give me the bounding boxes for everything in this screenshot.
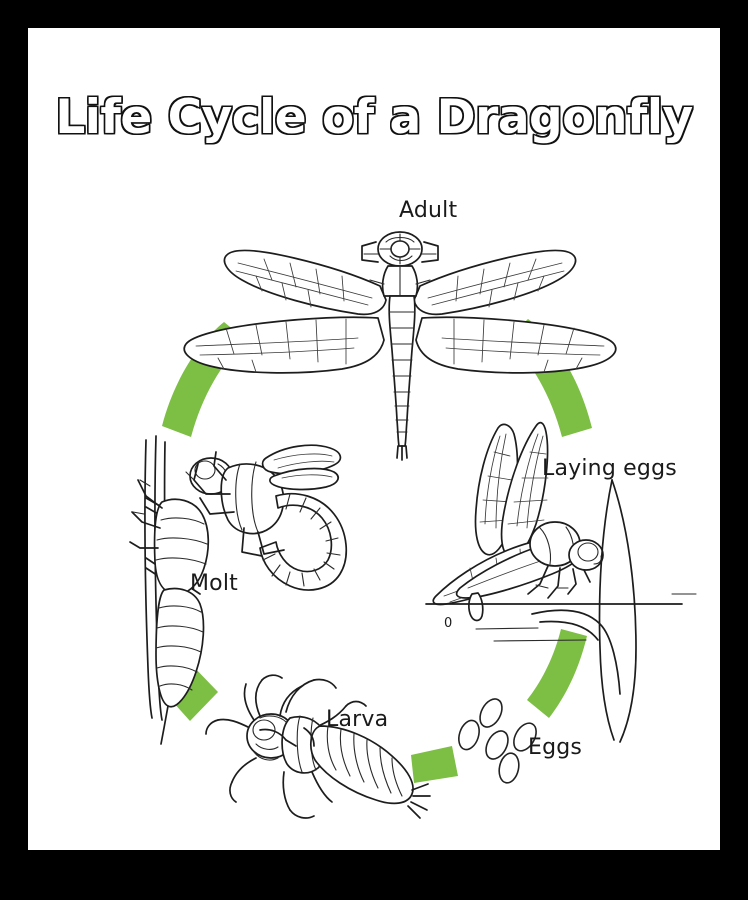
eggs-illustration: [458, 698, 537, 784]
arrow-laying-to-eggs: [527, 629, 587, 718]
larva-illustration: [205, 674, 431, 819]
molt-illustration: [129, 435, 348, 747]
stage-label-laying-eggs: Laying eggs: [542, 456, 677, 481]
stage-label-eggs: Eggs: [528, 735, 583, 760]
life-cycle-illustration: [129, 231, 697, 819]
arrow-eggs-to-larva: [411, 746, 458, 783]
stage-label-larva: Larva: [326, 707, 389, 732]
stage-label-molt: Molt: [190, 571, 238, 596]
stage-label-adult: Adult: [399, 198, 458, 223]
water-level-label: 0: [444, 616, 453, 631]
poster-canvas: Life Cycle of a Dragonfly: [28, 28, 720, 850]
adult-dragonfly-illustration: [183, 231, 617, 461]
laying-eggs-illustration: [425, 421, 697, 743]
